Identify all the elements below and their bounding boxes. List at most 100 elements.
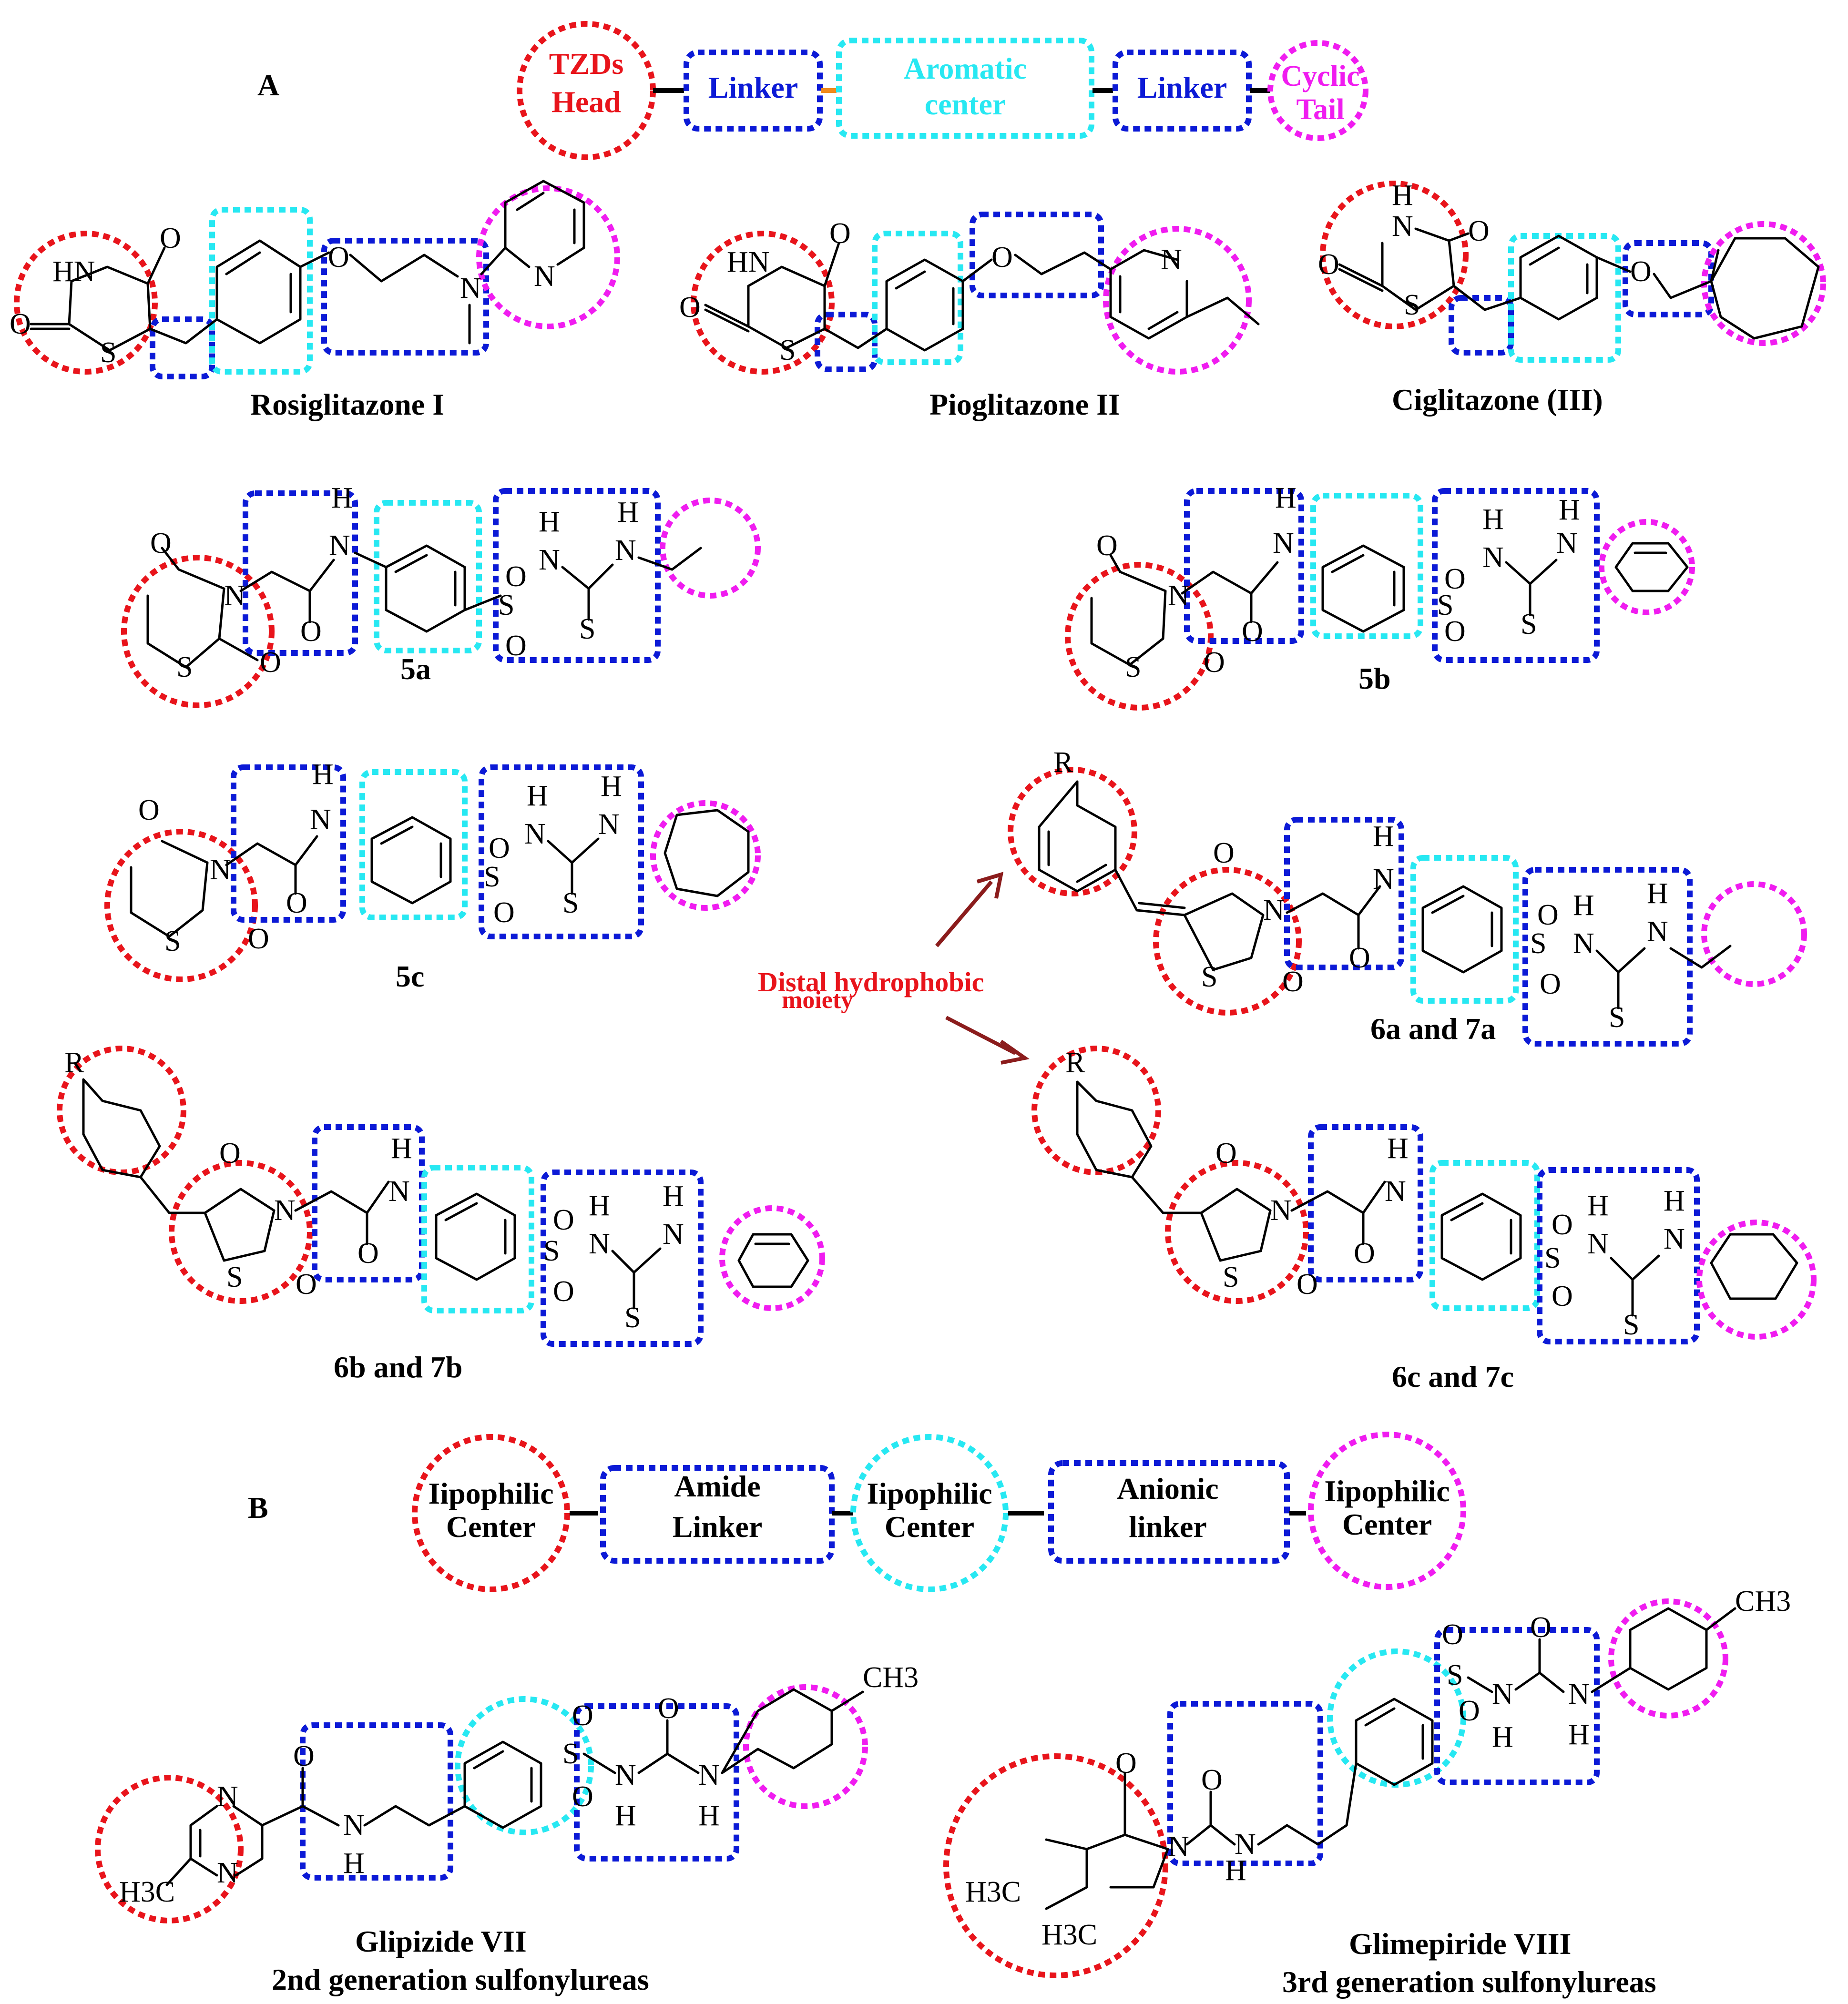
region-outline — [1284, 817, 1404, 970]
panel-label-a: A — [257, 68, 279, 102]
atom-label: N — [524, 818, 546, 850]
bond-line — [1257, 1824, 1348, 1846]
glipizide-ch3: CH3 — [863, 1661, 919, 1694]
atom-label: O — [505, 630, 527, 662]
region-outline — [1429, 1160, 1540, 1311]
region-outline — [231, 764, 346, 923]
atom-label: N — [1263, 894, 1285, 926]
atom-label: O — [829, 217, 851, 250]
linker-box-2 — [1113, 50, 1252, 132]
bond-line — [1364, 1707, 1396, 1727]
atom-label: O — [10, 308, 31, 340]
bond-line — [1529, 246, 1560, 266]
atom-label: N — [615, 1759, 636, 1791]
atom-label: O — [493, 896, 515, 929]
atom-label: H — [1392, 179, 1413, 212]
atom-label: O — [572, 1780, 593, 1813]
atom-label: S — [543, 1235, 560, 1267]
bond-line — [204, 1188, 276, 1262]
bond-line — [1452, 285, 1522, 311]
glimepiride-h3c-1: H3C — [965, 1876, 1021, 1908]
bond-line — [516, 192, 545, 211]
atom-label: O — [1530, 1611, 1552, 1644]
linker-label-2: Linker — [1137, 71, 1227, 104]
bond-line — [130, 840, 209, 938]
atom-label: Center — [885, 1510, 974, 1544]
atom-label: H3C — [965, 1876, 1021, 1908]
atom-label: O — [1242, 615, 1263, 648]
atom-label: S — [1447, 1659, 1463, 1691]
atom-label: Iipophilic — [1324, 1474, 1450, 1508]
atom-label: N — [329, 529, 350, 562]
atom-label: S — [579, 613, 595, 645]
bond-line — [561, 563, 614, 621]
bond-line — [582, 1719, 700, 1774]
bond-line — [1610, 1254, 1660, 1317]
atom-label: CH3 — [863, 1661, 919, 1694]
linker-box-1 — [684, 50, 823, 132]
atom-label: O — [150, 527, 172, 559]
region-outline — [1537, 1167, 1700, 1344]
compound-label-5b: 5b — [1358, 661, 1391, 695]
bond-line — [1114, 868, 1186, 916]
atom-label: O — [1468, 215, 1490, 247]
region-outline — [421, 1165, 534, 1313]
bond-line — [473, 1750, 504, 1770]
atom-label: O — [293, 1740, 315, 1772]
bond-line — [480, 246, 507, 275]
atom-label: O — [1459, 1695, 1480, 1727]
atom-label: S — [779, 334, 796, 366]
bond-line — [547, 837, 600, 895]
bond-line — [380, 825, 414, 845]
bond-line — [444, 1202, 478, 1221]
bond-line — [1131, 1176, 1203, 1214]
bond-line — [823, 242, 840, 287]
bond-line — [239, 559, 335, 592]
bond-line — [1467, 1638, 1565, 1693]
atom-label: H — [343, 1847, 365, 1880]
atom-label: O — [505, 560, 527, 593]
region-outline — [1696, 1220, 1817, 1340]
scheme-b: Iipophilic Center Amide Linker Iipophili… — [412, 1432, 1466, 1592]
arrow-up — [935, 872, 1004, 947]
atom-label: O — [219, 1137, 241, 1170]
region-outline — [14, 231, 158, 375]
bond-line — [1345, 1762, 1358, 1827]
region-outline — [1048, 1460, 1290, 1564]
region-outline — [374, 500, 482, 653]
atom-label: H — [1373, 820, 1394, 853]
aromatic-label-2: center — [925, 87, 1006, 121]
region-outline — [691, 231, 835, 375]
atom-label: N — [1273, 527, 1294, 559]
region-outline — [300, 1722, 453, 1881]
region-outline — [600, 1465, 835, 1564]
region-outline — [1310, 493, 1423, 639]
bond-line — [704, 304, 750, 328]
atom-label: O — [1318, 248, 1339, 281]
bond-line — [611, 1247, 662, 1310]
region-outline — [850, 1434, 1009, 1592]
bond-line — [504, 180, 585, 266]
scheme-a: TZDs Head Linker Aromatic center Linker … — [517, 21, 1368, 160]
region-outline — [95, 1775, 244, 1923]
bond-line — [363, 1805, 466, 1827]
atom-label: O — [489, 832, 510, 865]
atom-label: N — [598, 808, 620, 841]
atom-label: O — [1297, 1268, 1318, 1301]
region-outline — [743, 1684, 868, 1809]
tzd-head-label-2: Head — [551, 85, 621, 119]
atom-label: S — [176, 651, 193, 683]
atom-label: S — [1404, 289, 1420, 321]
atom-label: N — [1664, 1223, 1685, 1255]
region-outline — [574, 1703, 739, 1862]
bond-line — [463, 594, 502, 611]
atom-label: H — [1664, 1185, 1685, 1217]
bond-line — [149, 318, 218, 345]
region-outline — [1701, 221, 1826, 346]
bond-line — [161, 547, 180, 571]
region-outline — [1508, 233, 1621, 363]
ciglitazone-structure: H N O O S O — [1318, 179, 1826, 363]
bond-line — [82, 1078, 161, 1179]
linker-label-1: Linker — [708, 71, 798, 104]
